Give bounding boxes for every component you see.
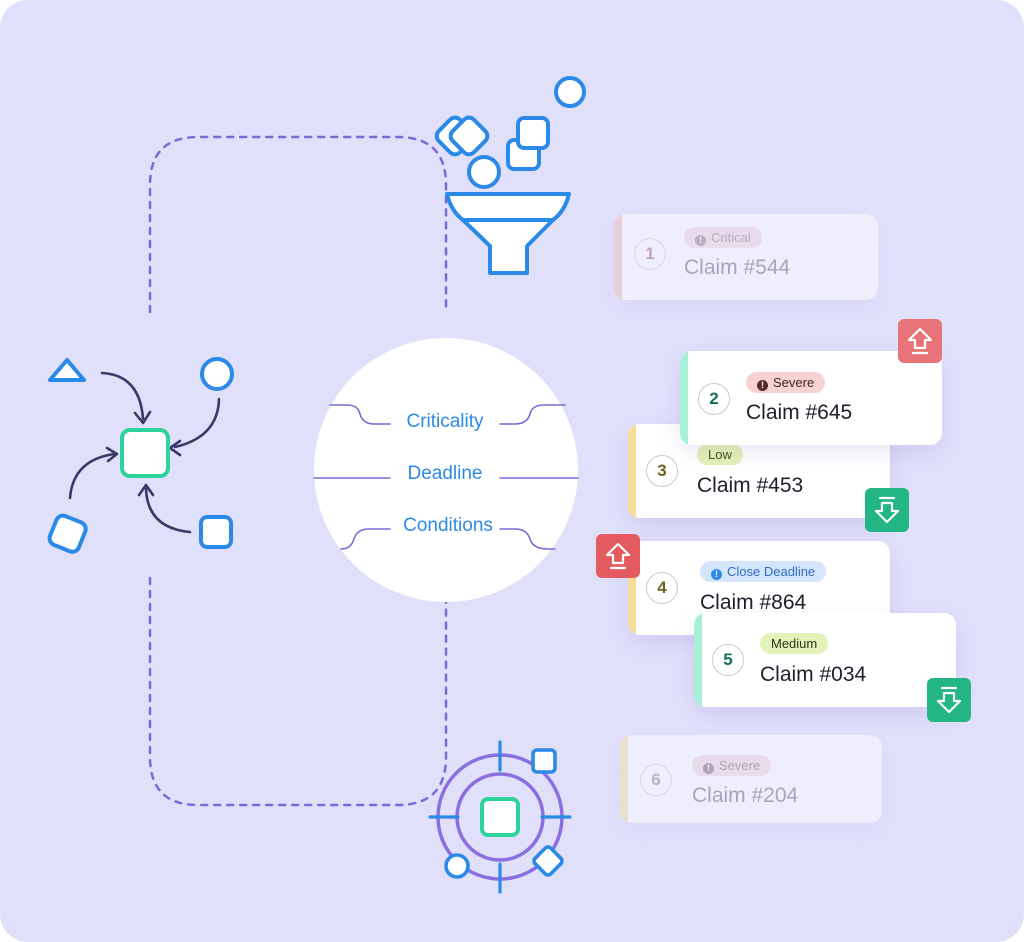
claim-rank: 1 (634, 238, 666, 270)
square-shape (199, 515, 233, 549)
circle-shape (200, 357, 234, 391)
move-up-button-card-4[interactable] (596, 534, 640, 578)
alert-icon: ! (695, 235, 706, 246)
criterion-deadline: Deadline (407, 463, 483, 484)
move-up-button-card-2[interactable] (898, 319, 942, 363)
status-badge: Medium (760, 633, 829, 654)
alert-icon: ! (757, 380, 768, 391)
status-badge: !Critical (684, 227, 762, 248)
claim-card-5[interactable]: 5 Medium Claim #034 (694, 613, 956, 707)
target-icon (428, 740, 572, 894)
status-badge: !Severe (746, 372, 826, 393)
claim-card-2[interactable]: 2 !Severe Claim #645 (680, 351, 942, 445)
status-badge: !Close Deadline (700, 561, 827, 582)
claim-title: Claim #204 (692, 784, 799, 807)
criterion-criticality: Criticality (406, 411, 484, 432)
claim-title: Claim #544 (684, 256, 791, 279)
status-badge: !Severe (692, 755, 772, 776)
arrow-down-icon (936, 686, 962, 714)
status-badge: Low (697, 444, 743, 465)
criterion-conditions: Conditions (403, 515, 493, 536)
claim-rank: 2 (698, 383, 730, 415)
arrow-up-icon (605, 542, 631, 570)
criteria-circle (313, 338, 579, 602)
claim-rank: 5 (712, 644, 744, 676)
alert-icon: ! (703, 763, 714, 774)
move-down-button-card-3[interactable] (865, 488, 909, 532)
claim-title: Claim #034 (760, 663, 867, 686)
claim-rank: 6 (640, 764, 672, 796)
claim-card-1[interactable]: 1 !Critical Claim #544 (614, 214, 878, 300)
claim-title: Claim #864 (700, 591, 807, 614)
result-square (120, 428, 170, 478)
claim-title: Claim #453 (697, 474, 804, 497)
alert-icon: ! (711, 569, 722, 580)
claim-title: Claim #645 (746, 401, 853, 424)
claim-rank: 4 (646, 572, 678, 604)
dashed-loop (148, 135, 448, 807)
claim-card-6[interactable]: 6 !Severe Claim #204 (620, 735, 882, 823)
arrow-up-icon (907, 327, 933, 355)
diamond-shape (47, 513, 88, 554)
funnel-icon (434, 76, 586, 275)
arrow-down-icon (874, 496, 900, 524)
claim-rank: 3 (646, 455, 678, 487)
merge-arrows-icon (47, 357, 234, 554)
triangle-shape (48, 358, 86, 382)
move-down-button-card-5[interactable] (927, 678, 971, 722)
